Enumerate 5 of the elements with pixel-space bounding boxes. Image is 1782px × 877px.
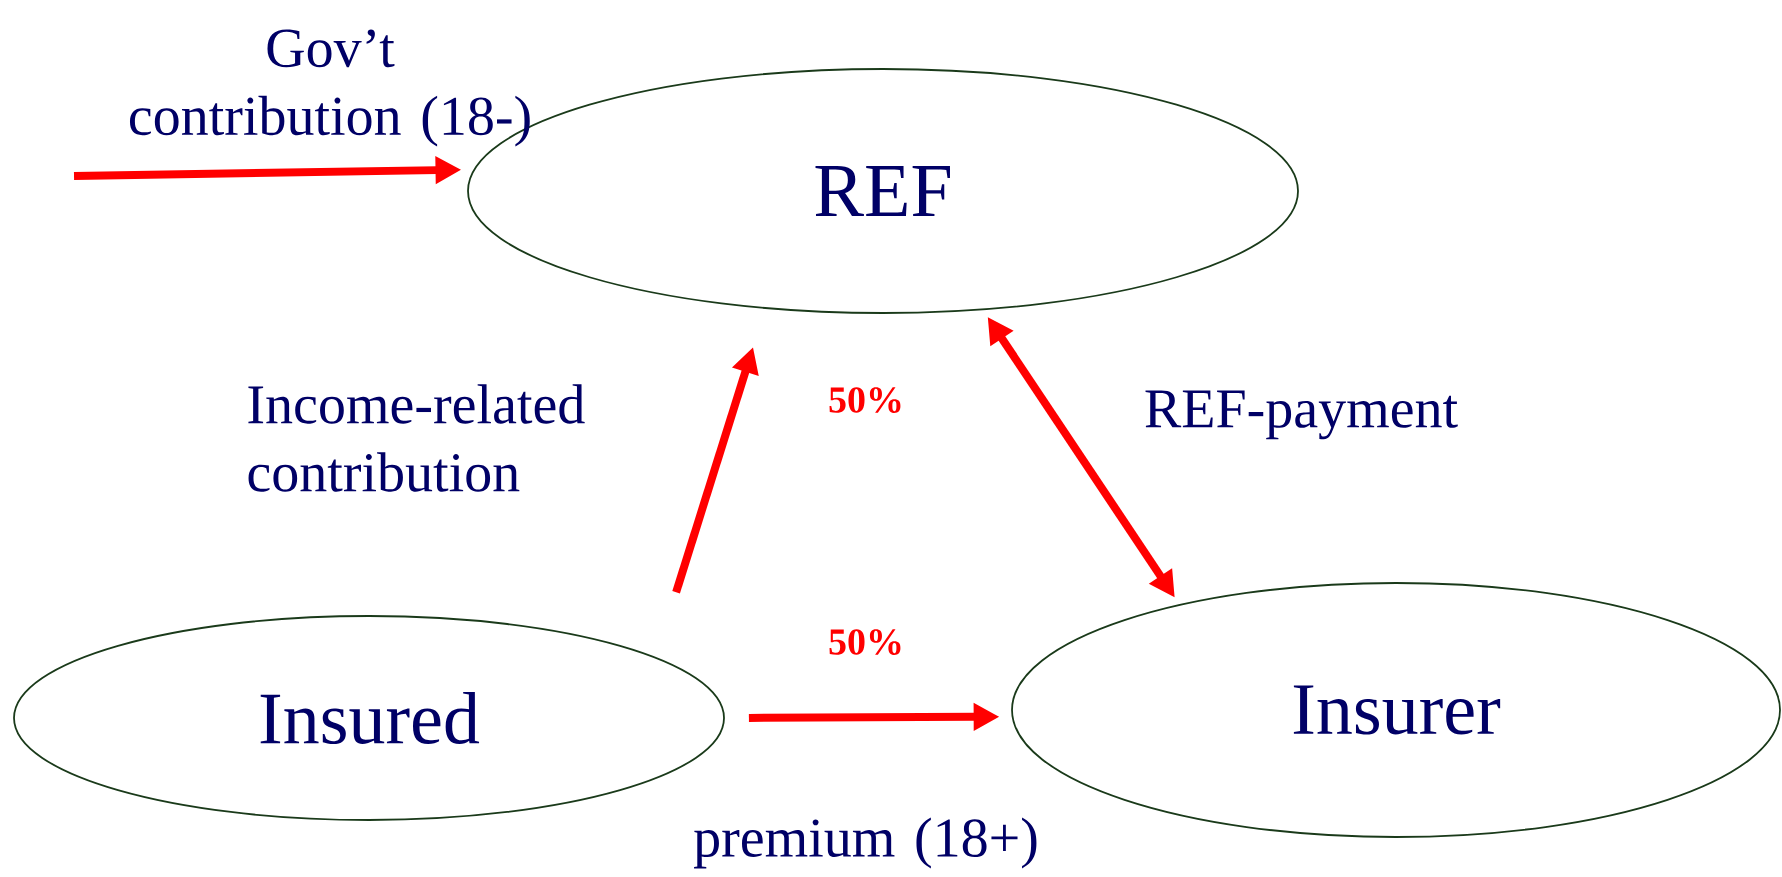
percent-label: 50% — [829, 387, 901, 413]
edge-label: Income-related contribution — [248, 384, 585, 492]
edge-label: Gov’t contribution (18-) — [129, 29, 530, 147]
percent-label: 50% — [829, 629, 901, 655]
edge-label: REF-payment — [1145, 390, 1458, 440]
